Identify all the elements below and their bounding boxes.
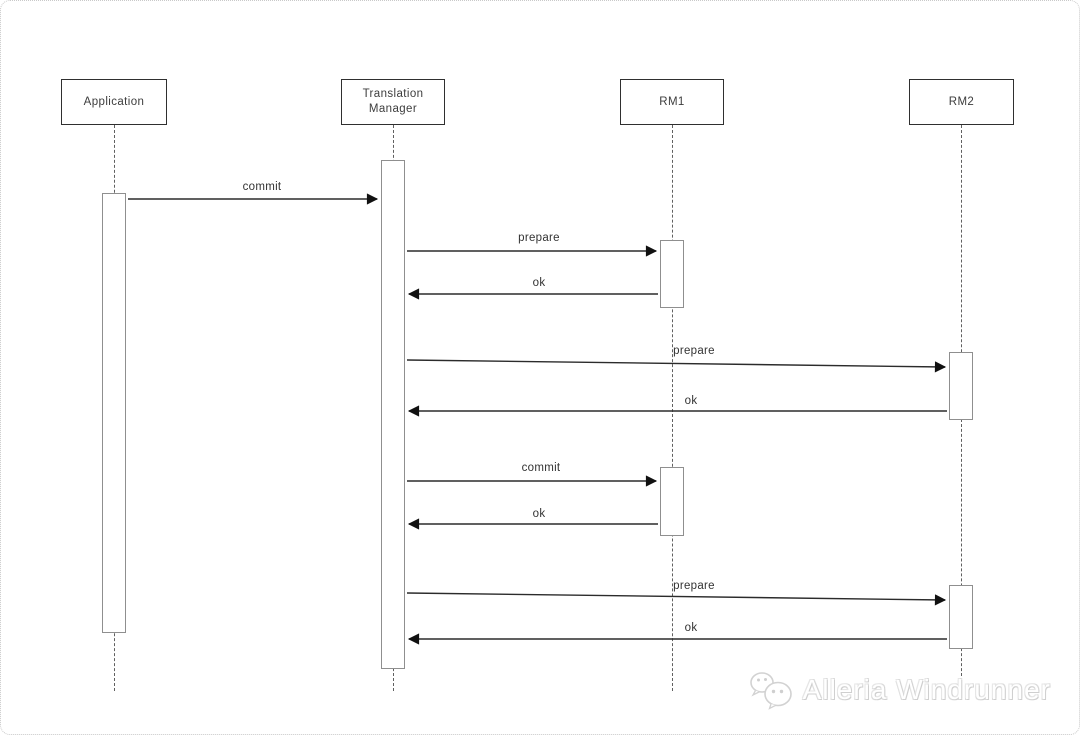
arrow-prepare-tm-to-rm2-2 bbox=[406, 592, 947, 606]
activation-bar-application bbox=[102, 193, 126, 633]
wechat-icon bbox=[749, 672, 792, 710]
watermark: Alleria Windrunner bbox=[748, 667, 1051, 713]
arrow-prepare-tm-to-rm2 bbox=[406, 359, 947, 373]
actor-box-translation-manager: Translation Manager bbox=[341, 79, 445, 125]
actor-box-application: Application bbox=[61, 79, 167, 125]
message-label-ok-2: ok bbox=[684, 395, 698, 407]
actor-label-rm1: RM1 bbox=[659, 95, 685, 108]
lifeline-rm1 bbox=[672, 125, 673, 691]
message-label-commit-2: commit bbox=[521, 462, 561, 474]
actor-box-rm1: RM1 bbox=[620, 79, 724, 125]
message-label-ok-1: ok bbox=[532, 277, 546, 289]
message-label-prepare-2: prepare bbox=[673, 345, 715, 357]
activation-bar-translation-manager bbox=[381, 160, 405, 669]
actor-label-rm2: RM2 bbox=[948, 95, 975, 108]
watermark-text: Alleria Windrunner bbox=[802, 674, 1051, 705]
actor-label-application: Application bbox=[83, 95, 145, 108]
message-label-ok-3: ok bbox=[532, 508, 546, 520]
activation-bar-rm1-commit bbox=[660, 467, 684, 536]
activation-bar-rm2-commit bbox=[949, 585, 973, 649]
message-label-prepare-1: prepare bbox=[518, 232, 560, 244]
message-label-commit-1: commit bbox=[242, 181, 282, 193]
activation-bar-rm1-prepare bbox=[660, 240, 684, 308]
message-label-prepare-3: prepare bbox=[673, 580, 715, 592]
actor-box-rm2: RM2 bbox=[909, 79, 1014, 125]
message-label-ok-4: ok bbox=[684, 622, 698, 634]
activation-bar-rm2-prepare bbox=[949, 352, 973, 420]
actor-label-translation-manager: Translation Manager bbox=[362, 88, 424, 115]
